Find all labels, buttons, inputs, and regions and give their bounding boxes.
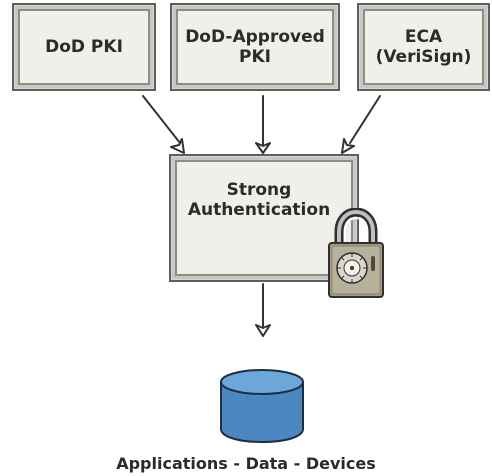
arrow-line-dod-pki — [142, 95, 181, 144]
eca-verisign-box: ECA (VeriSign) — [357, 3, 490, 91]
dod-approved-pki-box: DoD-Approved PKI — [170, 3, 340, 91]
arrowhead-icon — [170, 138, 185, 154]
applications-data-devices-caption: Applications - Data - Devices — [116, 454, 376, 473]
arrow-line-eca — [349, 95, 381, 144]
database-cylinder-icon — [220, 369, 304, 444]
padlock-icon — [328, 208, 384, 298]
strong-authentication-box: Strong Authentication — [169, 154, 359, 282]
dod-pki-box: DoD PKI — [12, 3, 156, 91]
arrowhead-icon — [255, 324, 271, 337]
arrowhead-icon — [341, 138, 355, 154]
arrowhead-icon — [255, 142, 271, 154]
